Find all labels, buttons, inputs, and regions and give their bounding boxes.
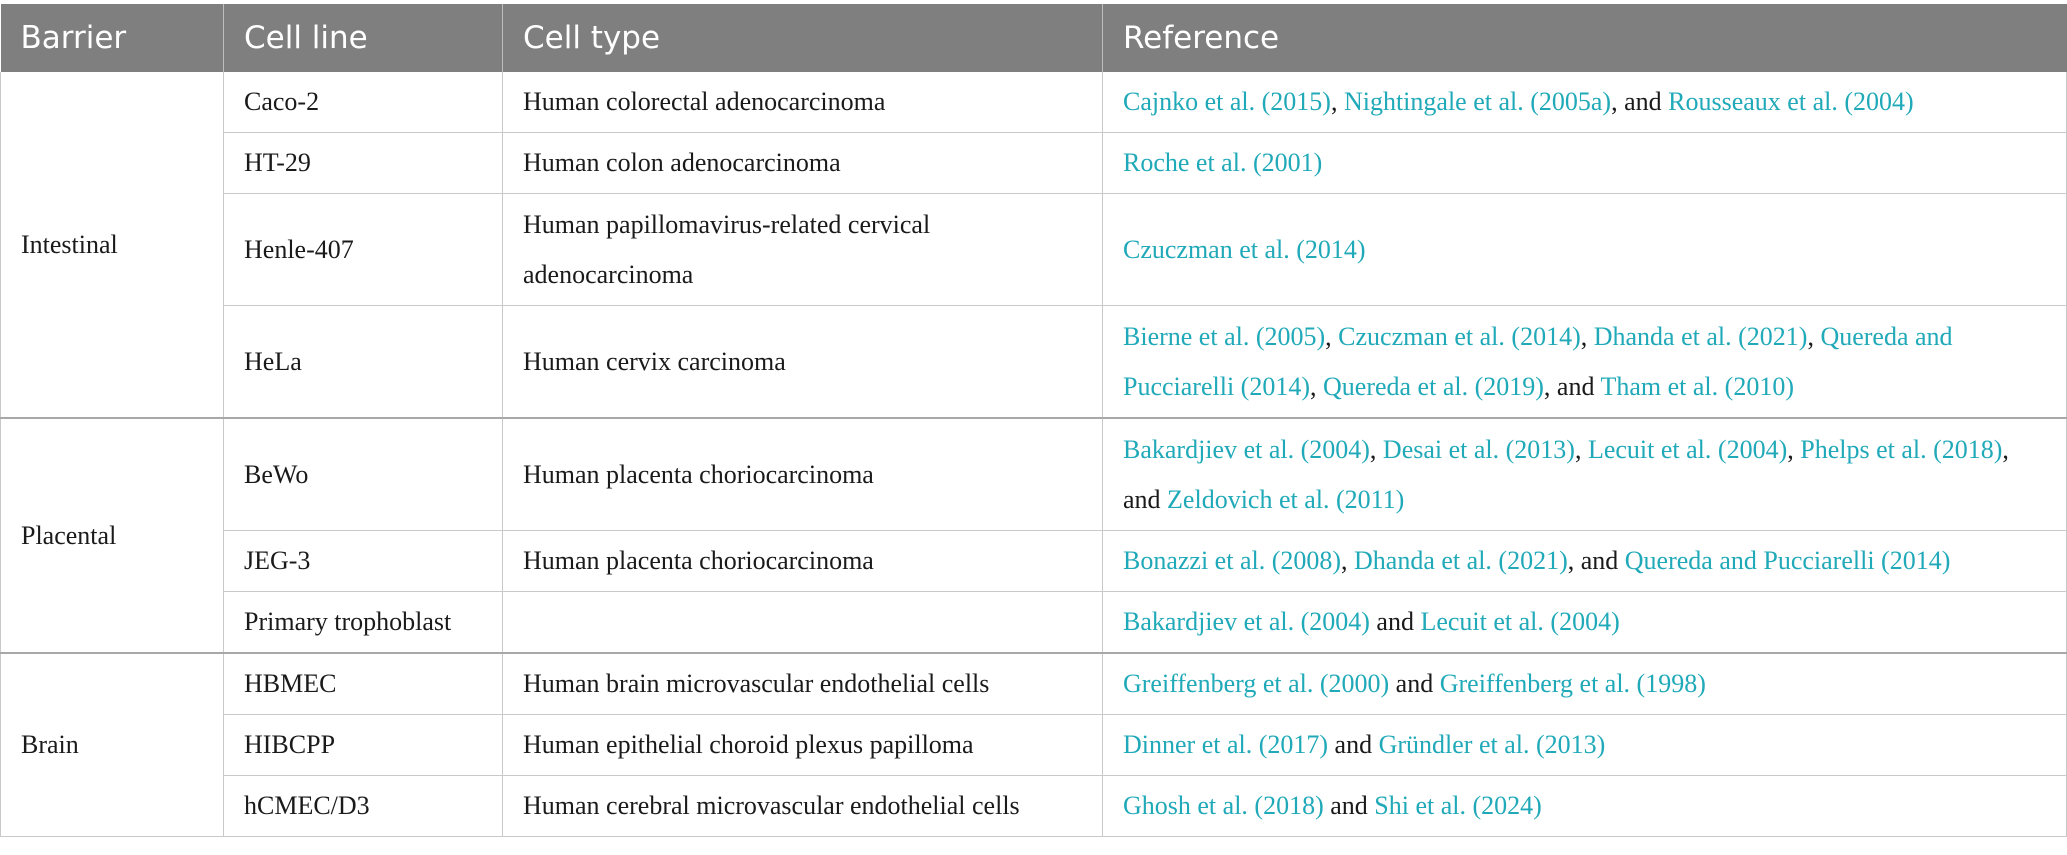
reference-separator: , and: [1611, 87, 1669, 116]
cell-type-cell: [502, 591, 1103, 654]
header-cell-type: Cell type: [502, 4, 1103, 72]
cell-type-cell: Human colorectal adenocarcinoma: [502, 72, 1103, 133]
reference-separator: ,: [1574, 434, 1588, 464]
reference-link[interactable]: Nightingale et al. (2005a): [1343, 87, 1612, 116]
reference-separator: ,: [1310, 371, 1323, 401]
reference-link[interactable]: Tham et al. (2010): [1600, 371, 1794, 401]
barrier-cell: Brain: [0, 652, 224, 837]
reference-separator: and: [1389, 669, 1440, 698]
cell-line-cell: HIBCPP: [223, 714, 503, 776]
header-reference: Reference: [1102, 4, 2067, 72]
cell-type-cell: Human cervix carcinoma: [502, 305, 1103, 419]
reference-link[interactable]: Lecuit et al. (2004): [1587, 434, 1788, 464]
reference-separator: and: [1369, 607, 1421, 636]
header-cell-line: Cell line: [223, 4, 503, 72]
reference-separator: , and: [1123, 434, 2009, 514]
reference-link[interactable]: Greiffenberg et al. (1998): [1439, 669, 1706, 698]
reference-link[interactable]: Dinner et al. (2017): [1123, 730, 1329, 759]
reference-link[interactable]: Roche et al. (2001): [1123, 148, 1323, 177]
table-container: Barrier Cell line Cell type Reference In…: [0, 4, 2067, 837]
reference-link[interactable]: Czuczman et al. (2014): [1338, 321, 1581, 351]
reference-link[interactable]: Dhanda et al. (2021): [1354, 546, 1568, 575]
reference-cell: Greiffenberg et al. (2000) and Greiffenb…: [1102, 652, 2067, 715]
reference-separator: ,: [1369, 434, 1383, 464]
reference-link[interactable]: Czuczman et al. (2014): [1123, 234, 1366, 264]
reference-link[interactable]: Rousseaux et al. (2004): [1668, 87, 1914, 116]
cell-type-cell: Human placenta choriocarcinoma: [502, 530, 1103, 592]
reference-cell: Ghosh et al. (2018) and Shi et al. (2024…: [1102, 775, 2067, 837]
reference-separator: ,: [1787, 434, 1801, 464]
reference-link[interactable]: Cajnko et al. (2015): [1123, 87, 1331, 116]
reference-link[interactable]: Shi et al. (2024): [1374, 791, 1542, 820]
reference-cell: Czuczman et al. (2014): [1102, 193, 2067, 306]
cell-type-cell: Human papillomavirus-related cervical ad…: [502, 193, 1103, 306]
cell-type-cell: Human placenta choriocarcinoma: [502, 417, 1103, 531]
reference-separator: and: [1328, 730, 1379, 759]
barrier-cell: Intestinal: [0, 72, 224, 419]
reference-link[interactable]: Bonazzi et al. (2008): [1123, 546, 1342, 575]
reference-link[interactable]: Gründler et al. (2013): [1378, 730, 1606, 759]
reference-cell: Bierne et al. (2005), Czuczman et al. (2…: [1102, 305, 2067, 419]
reference-link[interactable]: Bierne et al. (2005): [1123, 321, 1326, 351]
cell-line-cell: Primary trophoblast: [223, 591, 503, 654]
reference-link[interactable]: Quereda and Pucciarelli (2014): [1624, 546, 1951, 575]
reference-cell: Roche et al. (2001): [1102, 132, 2067, 194]
cell-type-cell: Human epithelial choroid plexus papillom…: [502, 714, 1103, 776]
table-row: Primary trophoblast Bakardjiev et al. (20…: [1, 591, 2067, 654]
reference-cell: Bonazzi et al. (2008), Dhanda et al. (20…: [1102, 530, 2067, 592]
reference-link[interactable]: Bakardjiev et al. (2004): [1123, 434, 1370, 464]
reference-separator: ,: [1325, 321, 1339, 351]
reference-cell: Dinner et al. (2017) and Gründler et al.…: [1102, 714, 2067, 776]
reference-link[interactable]: Greiffenberg et al. (2000): [1123, 669, 1390, 698]
cell-line-table: Barrier Cell line Cell type Reference In…: [0, 4, 2067, 837]
reference-separator: and: [1323, 791, 1375, 820]
reference-link[interactable]: Ghosh et al. (2018): [1123, 791, 1324, 820]
reference-separator: ,: [1807, 321, 1821, 351]
cell-line-cell: BeWo: [223, 417, 503, 531]
reference-separator: ,: [1330, 87, 1344, 116]
cell-type-cell: Human brain microvascular endothelial ce…: [502, 652, 1103, 715]
reference-link[interactable]: Zeldovich et al. (2011): [1167, 484, 1405, 514]
cell-type-cell: Human colon adenocarcinoma: [502, 132, 1103, 194]
reference-link[interactable]: Quereda and Pucciarelli (2014): [1123, 321, 1953, 401]
reference-link[interactable]: Phelps et al. (2018): [1800, 434, 2003, 464]
reference-link[interactable]: Dhanda et al. (2021): [1593, 321, 1808, 351]
barrier-cell: Placental: [0, 417, 224, 654]
reference-cell: Bakardjiev et al. (2004), Desai et al. (…: [1102, 417, 2067, 531]
cell-line-cell: Henle-407: [223, 193, 503, 306]
reference-link[interactable]: Bakardjiev et al. (2004): [1123, 607, 1370, 636]
reference-separator: , and: [1567, 546, 1625, 575]
reference-separator: , and: [1543, 371, 1601, 401]
cell-line-cell: HT-29: [223, 132, 503, 194]
header-barrier: Barrier: [0, 4, 224, 72]
reference-cell: Bakardjiev et al. (2004) and Lecuit et a…: [1102, 591, 2067, 654]
cell-line-cell: HBMEC: [223, 652, 503, 715]
cell-line-cell: HeLa: [223, 305, 503, 419]
cell-type-cell: Human cerebral microvascular endothelial…: [502, 775, 1103, 837]
reference-link[interactable]: Lecuit et al. (2004): [1420, 607, 1620, 636]
cell-line-cell: JEG-3: [223, 530, 503, 592]
reference-separator: ,: [1341, 546, 1355, 575]
reference-link[interactable]: Desai et al. (2013): [1382, 434, 1575, 464]
table-header: Barrier Cell line Cell type Reference: [0, 4, 2067, 72]
reference-link[interactable]: Quereda et al. (2019): [1323, 371, 1544, 401]
cell-line-cell: Caco-2: [223, 72, 503, 133]
reference-separator: ,: [1580, 321, 1594, 351]
reference-cell: Cajnko et al. (2015), Nightingale et al.…: [1102, 72, 2067, 133]
cell-line-cell: hCMEC/D3: [223, 775, 503, 837]
